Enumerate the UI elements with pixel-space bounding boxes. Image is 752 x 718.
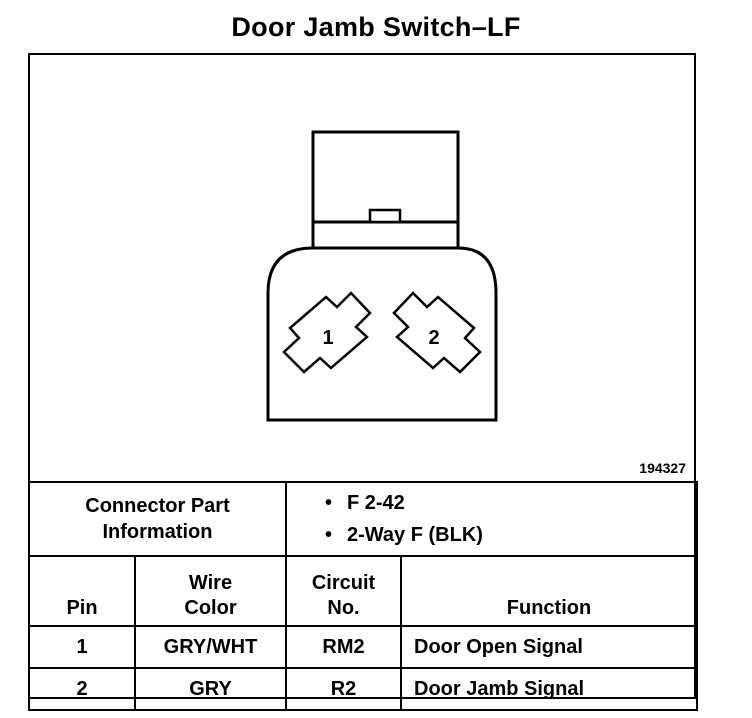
- table-row: 1 GRY/WHT RM2 Door Open Signal: [28, 625, 699, 669]
- part-info-values: • F 2-42 • 2-Way F (BLK): [284, 481, 699, 557]
- header-circuit: Circuit No.: [285, 555, 402, 627]
- pin-2-cavity: [392, 291, 482, 374]
- header-wire-color-line1: Wire: [188, 572, 233, 594]
- bullet-icon: •: [325, 524, 333, 546]
- header-wire-color: Wire Color: [134, 555, 287, 627]
- header-pin-text: Pin: [66, 597, 98, 619]
- header-pin: Pin: [28, 555, 136, 627]
- connector-lock-housing: [311, 130, 460, 248]
- cell-circuit: R2: [285, 667, 402, 711]
- cell-pin: 1: [28, 625, 136, 669]
- cell-function: Door Jamb Signal: [399, 667, 699, 711]
- cell-wire-color: GRY: [134, 667, 287, 711]
- table-row: 2 GRY R2 Door Jamb Signal: [28, 667, 699, 711]
- connector-latch: [368, 208, 402, 224]
- header-circuit-line2: No.: [327, 597, 360, 619]
- part-info-label-line1: Connector Part: [85, 495, 230, 517]
- connector-diagram: 1 2: [30, 55, 694, 481]
- part-info-label-line2: Information: [102, 521, 213, 543]
- diagram-frame: 1 2 194327 Connector Part Information • F…: [28, 53, 699, 711]
- part-info-item: • F 2-42: [325, 487, 696, 519]
- connector-info-table: Connector Part Information • F 2-42 • 2-Wa…: [28, 481, 699, 711]
- pin-1-label: 1: [322, 327, 333, 349]
- header-function-text: Function: [506, 597, 592, 619]
- cell-pin: 2: [28, 667, 136, 711]
- header-wire-color-line2: Color: [184, 597, 237, 619]
- cell-function: Door Open Signal: [399, 625, 699, 669]
- figure-number: 194327: [639, 460, 686, 476]
- header-circuit-line1: Circuit: [311, 572, 376, 594]
- connector-body: [266, 246, 498, 422]
- cell-wire-color: GRY/WHT: [134, 625, 287, 669]
- cell-circuit: RM2: [285, 625, 402, 669]
- part-info-item: • 2-Way F (BLK): [325, 519, 696, 551]
- diagram-title: Door Jamb Switch–LF: [231, 12, 521, 42]
- part-info-row: Connector Part Information • F 2-42 • 2-Wa…: [28, 481, 699, 557]
- bullet-icon: •: [325, 492, 333, 514]
- connector-face-svg: 1 2: [266, 130, 498, 422]
- pin-2-label: 2: [428, 327, 439, 349]
- header-function: Function: [399, 555, 699, 627]
- part-info-item-text: 2-Way F (BLK): [347, 524, 483, 546]
- pin-1-cavity: [282, 291, 372, 374]
- part-info-label: Connector Part Information: [28, 481, 287, 557]
- table-header-row: Pin Wire Color Circuit No. Function: [28, 555, 699, 627]
- part-info-item-text: F 2-42: [347, 492, 405, 514]
